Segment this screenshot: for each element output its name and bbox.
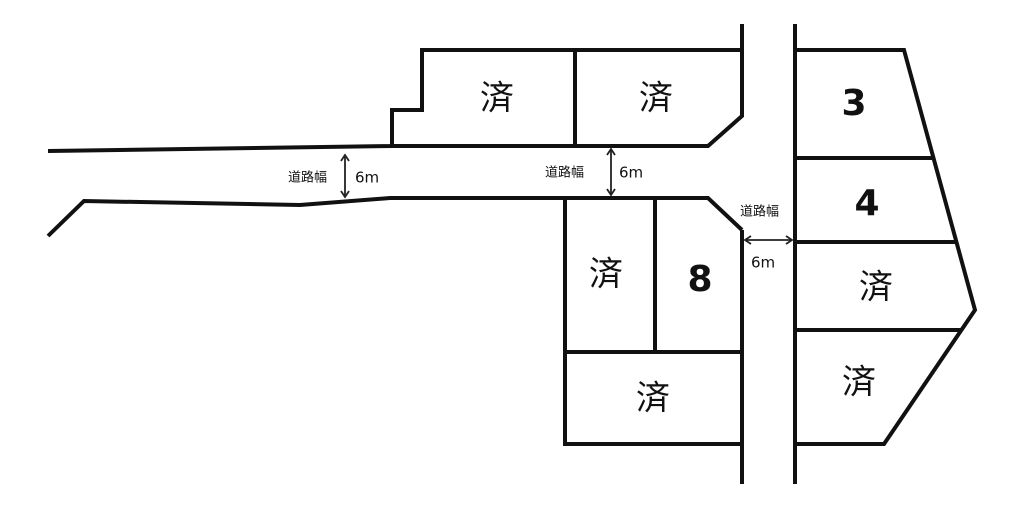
lot-right-4: 済 bbox=[842, 363, 876, 403]
lot-bottom-center: 済 bbox=[636, 379, 670, 419]
road-lower-edge bbox=[46, 196, 744, 238]
road-label-vertical: 道路幅 bbox=[740, 204, 779, 220]
lot-top-right: 済 bbox=[639, 79, 673, 119]
lot-mid-right: 8 bbox=[687, 259, 712, 300]
road-label-center: 道路幅 bbox=[545, 165, 584, 181]
road-width-vertical: 6m bbox=[751, 254, 775, 272]
dimension-arrow-vertical-road bbox=[743, 235, 794, 245]
lot-top-left: 済 bbox=[480, 79, 514, 119]
middle-block-outline bbox=[563, 198, 742, 446]
dimension-arrow-left-road bbox=[340, 153, 350, 199]
dimension-arrow-center-road bbox=[606, 147, 616, 197]
lot-right-3: 済 bbox=[859, 268, 893, 308]
lot-right-1: 3 bbox=[841, 83, 866, 124]
lot-right-2: 4 bbox=[854, 183, 879, 224]
right-block-outline bbox=[795, 48, 978, 446]
road-width-left: 6m bbox=[355, 169, 379, 187]
road-upper-edge bbox=[47, 48, 742, 153]
top-lots-bottom-edge bbox=[392, 50, 744, 148]
lot-mid-left: 済 bbox=[589, 255, 623, 295]
road-label-left: 道路幅 bbox=[288, 170, 327, 186]
road-width-center: 6m bbox=[619, 164, 643, 182]
